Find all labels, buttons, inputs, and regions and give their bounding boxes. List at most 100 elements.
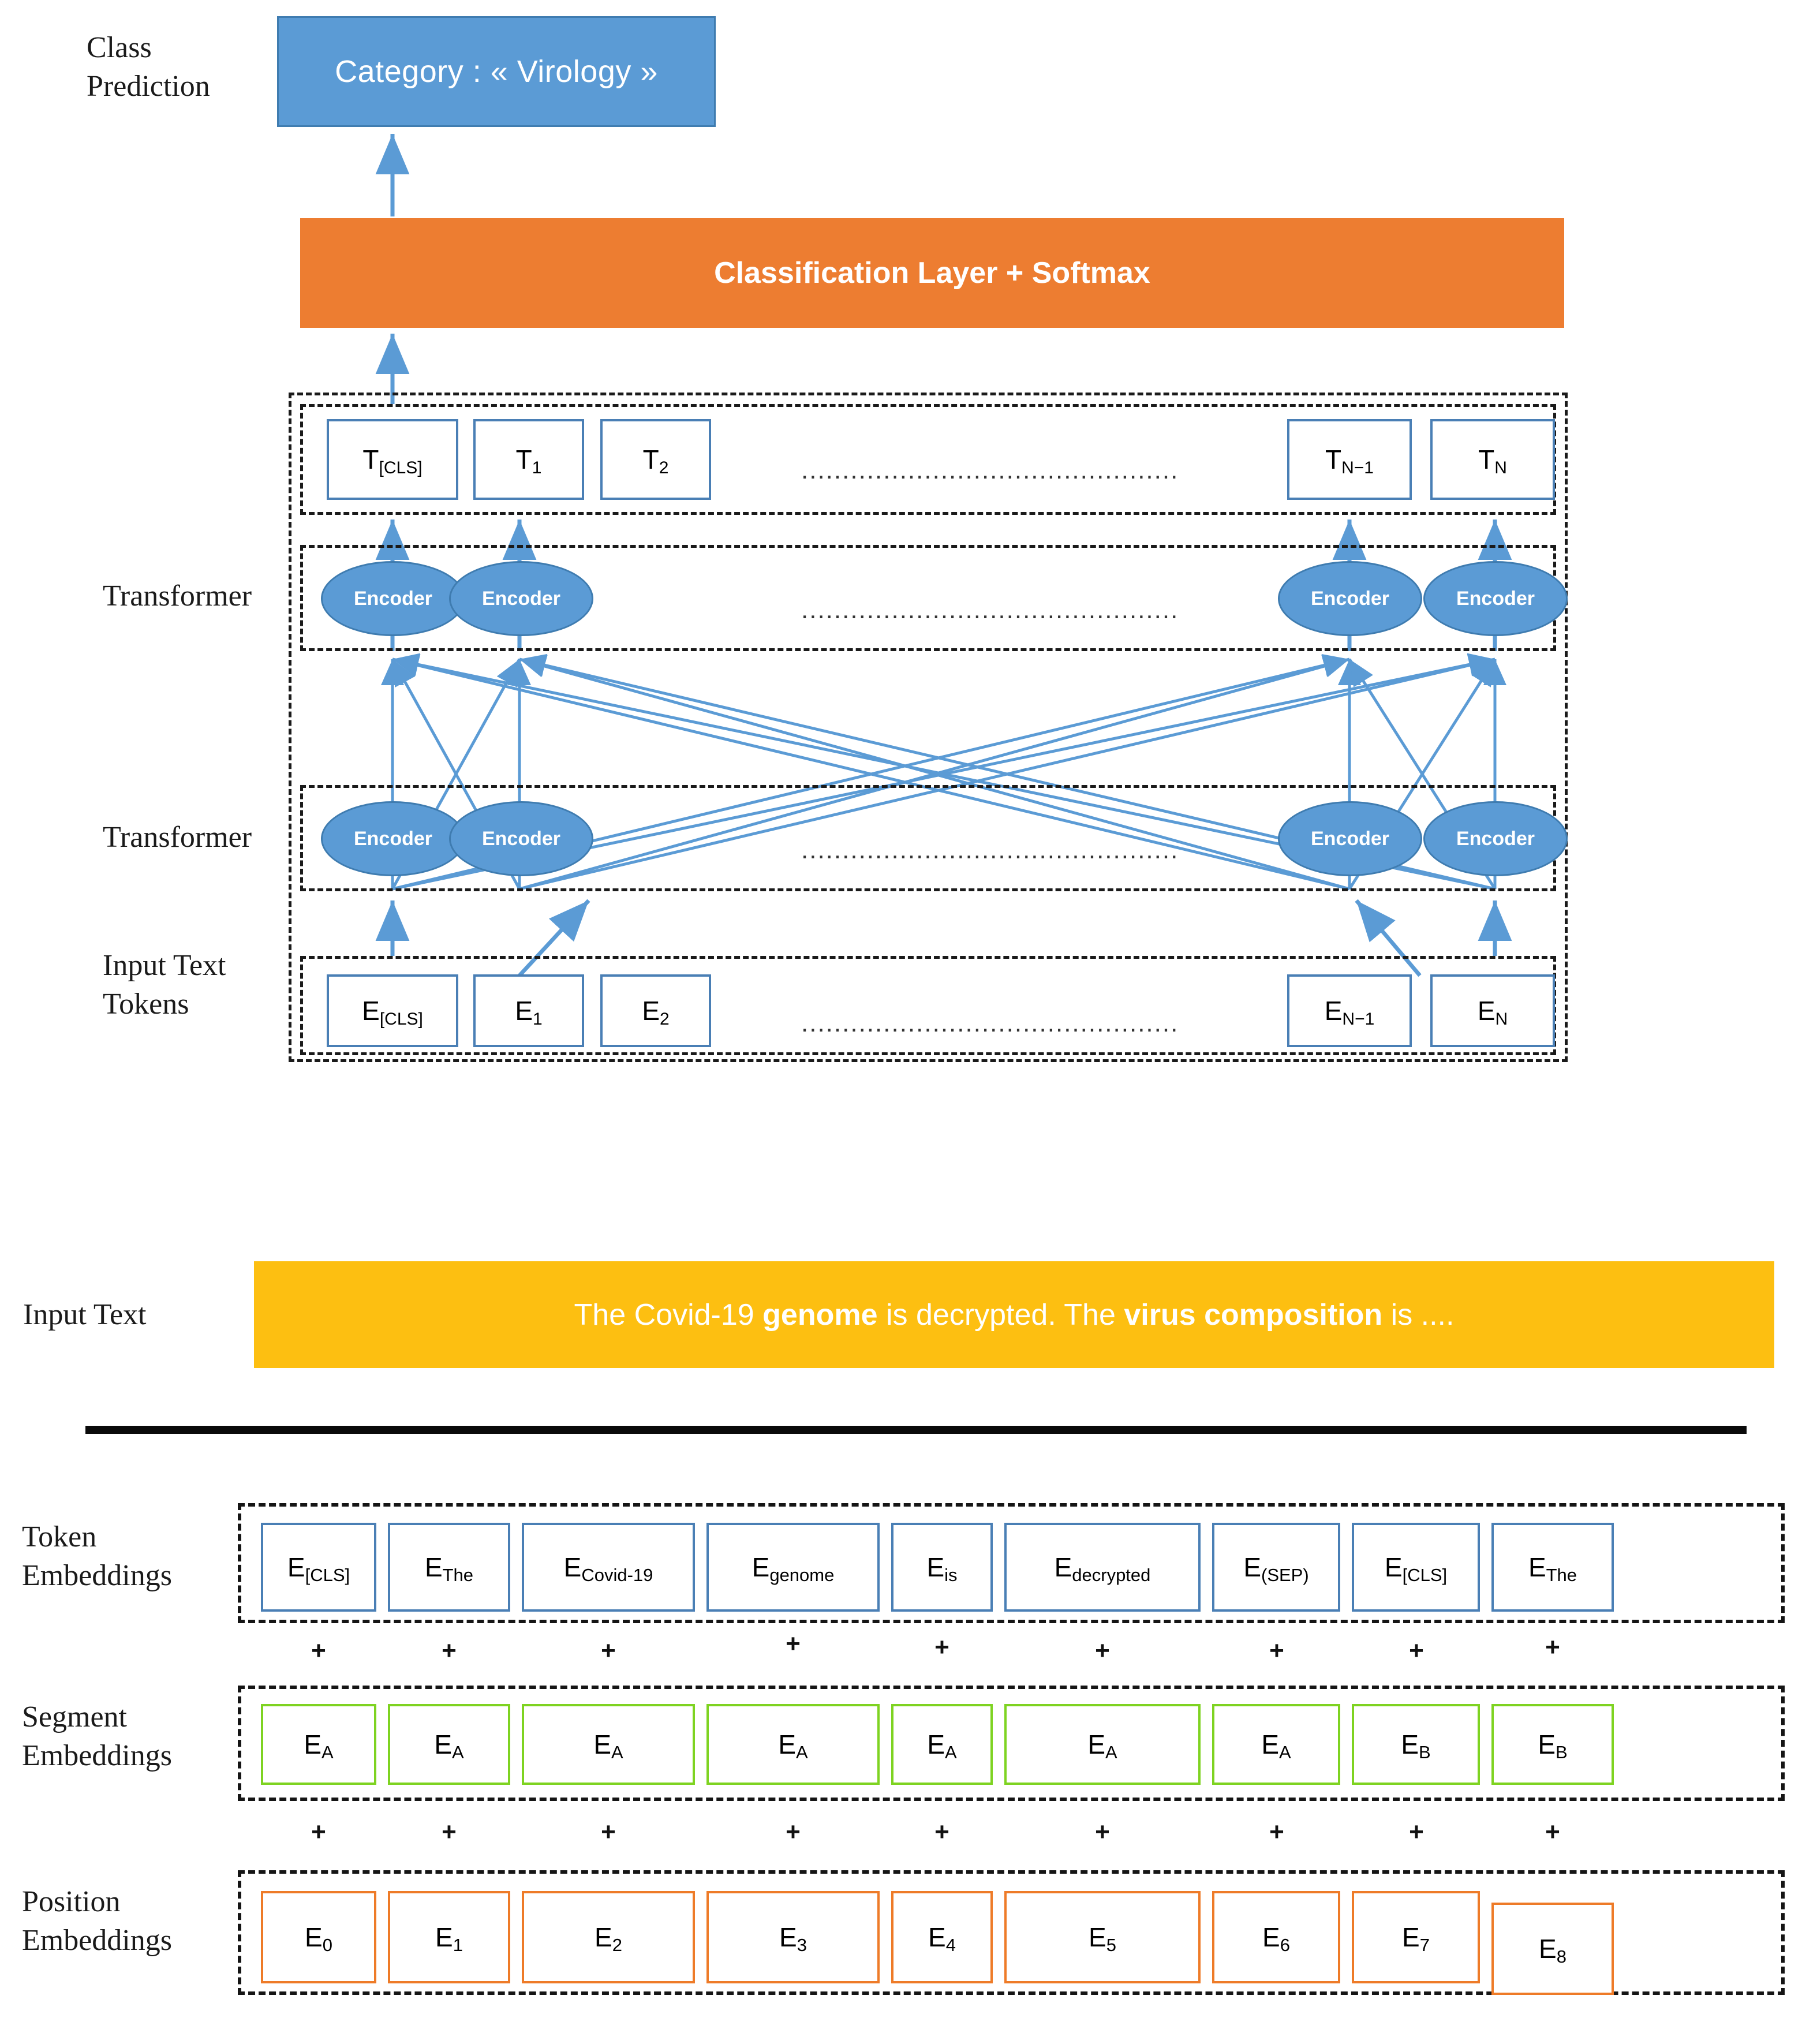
segment-embedding-box: EA [522, 1704, 695, 1785]
token-embedding-box: EThe [388, 1523, 510, 1612]
segment-embedding-label: EB [1401, 1729, 1431, 1762]
segment-embedding-label: EA [1261, 1729, 1291, 1762]
plus-sign: + [1409, 1636, 1424, 1665]
input-token-box: E2 [600, 974, 711, 1047]
transformer-bottom-ellipsis: ........................................… [801, 836, 1179, 864]
classification-layer-bar: Classification Layer + Softmax [300, 218, 1564, 328]
segment-embedding-label: EA [593, 1729, 623, 1762]
plus-sign: + [1269, 1636, 1284, 1665]
position-embedding-box: E8 [1491, 1903, 1614, 1995]
input-token-box: E[CLS] [327, 974, 458, 1047]
encoder-label: Encoder [1456, 587, 1535, 610]
token-embedding-label: E(SEP) [1243, 1552, 1309, 1585]
segment-embedding-box: EB [1352, 1704, 1480, 1785]
encoder-label: Encoder [1310, 587, 1390, 610]
plus-sign: + [934, 1818, 949, 1846]
token-embedding-label: EThe [1528, 1552, 1577, 1585]
encoder-node: Encoder [1278, 561, 1422, 636]
token-embedding-box: Edecrypted [1004, 1523, 1201, 1612]
token-embedding-label: E[CLS] [287, 1552, 350, 1585]
label-transformer-bottom: Transformer [103, 821, 252, 854]
segment-embedding-label: EB [1538, 1729, 1568, 1762]
input-token-box: E1 [473, 974, 584, 1047]
plus-sign: + [1095, 1636, 1110, 1665]
label-position-embeddings: Position Embeddings [22, 1885, 172, 1957]
input-text-bar: The Covid-19 genome is decrypted. The vi… [254, 1261, 1774, 1368]
output-token-box: T[CLS] [327, 419, 458, 500]
encoder-node: Encoder [449, 561, 593, 636]
output-row-ellipsis: ........................................… [801, 456, 1179, 484]
classification-layer-text: Classification Layer + Softmax [714, 256, 1150, 290]
plus-sign: + [601, 1636, 616, 1665]
label-class-prediction: Class Prediction [87, 31, 210, 103]
input-token-label: E1 [515, 996, 543, 1029]
input-text-sentence: The Covid-19 genome is decrypted. The vi… [574, 1298, 1455, 1332]
output-token-label: T2 [642, 444, 669, 477]
segment-embedding-label: EA [778, 1729, 808, 1762]
position-embedding-label: E3 [779, 1922, 807, 1955]
segment-embedding-box: EA [1004, 1704, 1201, 1785]
label-input-text-tokens: Input Text Tokens [103, 949, 226, 1021]
output-token-box: TN [1430, 419, 1555, 500]
plus-sign: + [442, 1636, 457, 1665]
encoder-label: Encoder [353, 587, 433, 610]
output-token-label: T[CLS] [362, 444, 423, 477]
token-embedding-box: E[CLS] [1352, 1523, 1480, 1612]
label-input-text: Input Text [23, 1298, 147, 1331]
plus-sign: + [1545, 1818, 1560, 1846]
position-embedding-box: E3 [706, 1891, 880, 1983]
output-token-box: T1 [473, 419, 584, 500]
position-embedding-label: E4 [928, 1922, 956, 1955]
encoder-label: Encoder [1456, 827, 1535, 850]
encoder-label: Encoder [353, 827, 433, 850]
token-embedding-box: E(SEP) [1212, 1523, 1340, 1612]
token-embedding-box: EThe [1491, 1523, 1614, 1612]
output-token-box: TN−1 [1287, 419, 1412, 500]
encoder-node: Encoder [321, 801, 465, 876]
output-token-label: TN [1478, 444, 1507, 477]
token-embeddings-frame [238, 1503, 1785, 1623]
position-embedding-box: E4 [891, 1891, 993, 1983]
position-embedding-box: E5 [1004, 1891, 1201, 1983]
position-embedding-box: E0 [261, 1891, 376, 1983]
plus-sign: + [786, 1630, 801, 1658]
input-token-label: E[CLS] [362, 996, 423, 1029]
token-embedding-box: E[CLS] [261, 1523, 376, 1612]
token-embedding-box: ECovid-19 [522, 1523, 695, 1612]
encoder-node: Encoder [321, 561, 465, 636]
position-embedding-label: E1 [435, 1922, 463, 1955]
input-token-label: EN−1 [1324, 996, 1375, 1029]
position-embedding-label: E6 [1262, 1922, 1290, 1955]
plus-sign: + [1269, 1818, 1284, 1846]
plus-sign: + [1545, 1633, 1560, 1661]
position-embedding-box: E7 [1352, 1891, 1480, 1983]
plus-sign: + [442, 1818, 457, 1846]
encoder-node: Encoder [449, 801, 593, 876]
encoder-node: Encoder [1278, 801, 1422, 876]
position-embedding-label: E2 [595, 1922, 622, 1955]
token-embedding-label: Eis [926, 1552, 958, 1585]
segment-embedding-label: EA [927, 1729, 957, 1762]
transformer-top-ellipsis: ........................................… [801, 596, 1179, 624]
segment-embedding-box: EA [388, 1704, 510, 1785]
encoder-label: Encoder [481, 827, 561, 850]
position-embedding-box: E6 [1212, 1891, 1340, 1983]
encoder-label: Encoder [481, 587, 561, 610]
segment-embedding-label: EA [1087, 1729, 1117, 1762]
plus-sign: + [786, 1818, 801, 1846]
position-embedding-label: E0 [305, 1922, 332, 1955]
encoder-label: Encoder [1310, 827, 1390, 850]
output-token-label: TN−1 [1325, 444, 1374, 477]
segment-embedding-box: EA [261, 1704, 376, 1785]
plus-sign: + [311, 1636, 326, 1665]
position-embedding-box: E1 [388, 1891, 510, 1983]
input-token-box: EN−1 [1287, 974, 1412, 1047]
input-token-box: EN [1430, 974, 1555, 1047]
segment-embedding-box: EA [1212, 1704, 1340, 1785]
plus-sign: + [601, 1818, 616, 1846]
plus-sign: + [1095, 1818, 1110, 1846]
segment-embeddings-frame [238, 1686, 1785, 1801]
plus-sign: + [311, 1818, 326, 1846]
label-token-embeddings: Token Embeddings [22, 1520, 172, 1592]
token-embedding-label: EThe [424, 1552, 474, 1585]
